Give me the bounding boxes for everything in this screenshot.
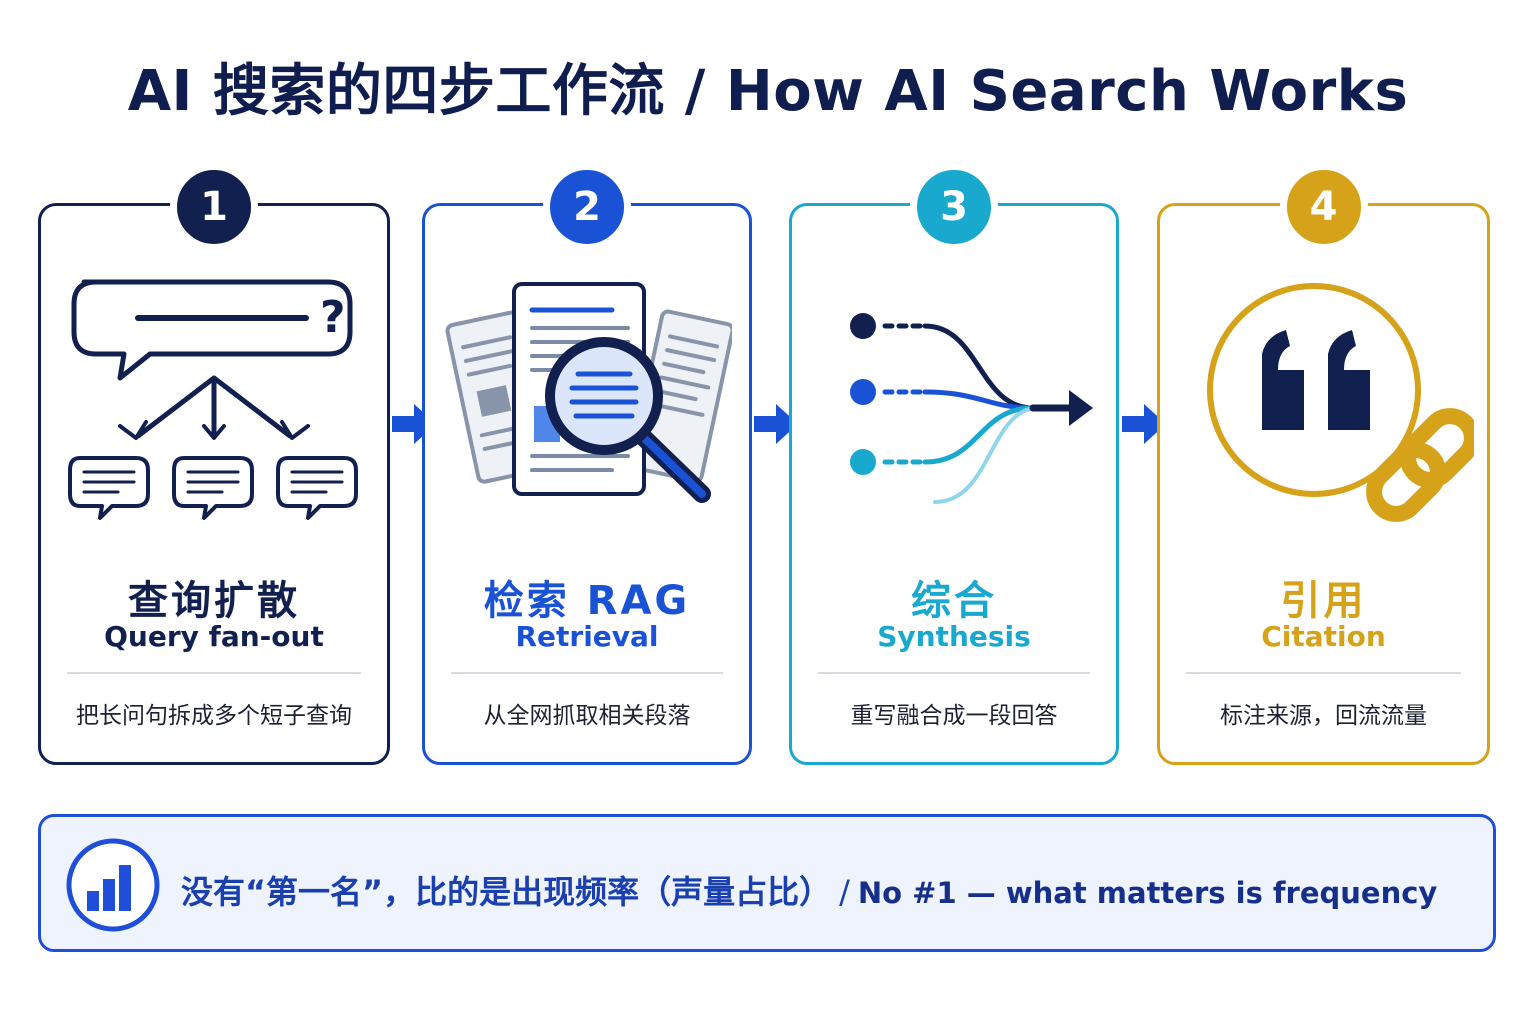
chat-bubbles-fan-out-icon: ? xyxy=(68,279,358,520)
step-description: 从全网抓取相关段落 xyxy=(483,703,691,729)
banner-message: 没有“第一名”，比的是出现频率（声量占比）/No #1 — what matte… xyxy=(181,867,1437,913)
card-divider xyxy=(1186,672,1461,674)
step-title-cn: 引用 xyxy=(1280,578,1367,624)
quote-link-icon xyxy=(1206,283,1474,522)
step-title-en: Synthesis xyxy=(877,620,1031,653)
bar-chart-icon xyxy=(66,838,160,932)
step-number-badge: 3 xyxy=(910,163,998,251)
step-card-query-fan-out: 1 ? 查询扩散 Query fan-out 把长问句拆成多个短子查询 xyxy=(38,163,390,765)
banner-text-en: No #1 — what matters is frequency xyxy=(857,876,1438,910)
summary-banner: 没有“第一名”，比的是出现频率（声量占比）/No #1 — what matte… xyxy=(38,814,1496,952)
banner-text-cn: 没有“第一名”，比的是出现频率（声量占比） xyxy=(181,873,832,911)
step-description: 重写融合成一段回答 xyxy=(850,703,1058,729)
step-description: 标注来源，回流流量 xyxy=(1220,703,1427,729)
card-divider xyxy=(67,672,361,674)
step-title-cn: 查询扩散 xyxy=(128,578,300,624)
arrow-right-icon xyxy=(1122,404,1166,444)
step-title-cn: 综合 xyxy=(911,578,997,624)
step-title-en: Citation xyxy=(1261,620,1386,653)
step-title-en: Retrieval xyxy=(515,620,659,653)
banner-separator: / xyxy=(839,873,850,911)
page-title: AI 搜索的四步工作流 / How AI Search Works xyxy=(127,59,1409,124)
arrow-right-icon xyxy=(754,404,798,444)
document-magnifier-icon xyxy=(445,282,732,503)
card-divider xyxy=(818,672,1090,674)
svg-text:?: ? xyxy=(320,292,346,343)
step-description: 把长问句拆成多个短子查询 xyxy=(76,703,352,729)
step-card-retrieval: 2 xyxy=(422,163,752,765)
step-number-badge: 2 xyxy=(543,163,631,251)
step-card-citation: 4 引用 Citation 标注来源，回流流量 xyxy=(1157,163,1490,765)
step-title-en: Query fan-out xyxy=(104,620,324,653)
step-number-badge: 4 xyxy=(1279,163,1368,251)
step-title-cn: 检索 RAG xyxy=(483,578,691,624)
step-card-synthesis: 3 综合 Synthesis 重写融合成一段回答 xyxy=(789,163,1119,765)
merge-streams-icon xyxy=(850,313,1093,504)
step-number-badge: 1 xyxy=(170,163,258,251)
card-divider xyxy=(451,672,723,674)
